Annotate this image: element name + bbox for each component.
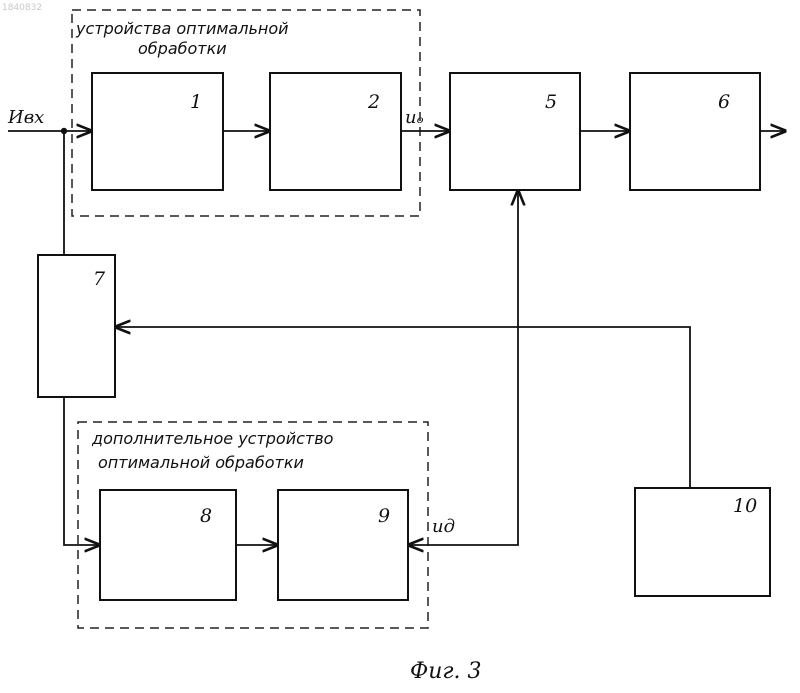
block-2-number: 2 (367, 91, 380, 113)
block-5-number: 5 (545, 91, 557, 113)
block-6-number: 6 (718, 91, 730, 113)
figure-caption: Фиг. 3 (410, 659, 482, 684)
block-2 (270, 73, 401, 190)
wire-7-to-8 (64, 397, 99, 545)
group-bottom-label-line1: дополнительное устройство (91, 429, 334, 448)
signal-u0-label: uₒ (405, 107, 424, 128)
block-10-number: 10 (733, 495, 757, 517)
block-9-number: 9 (378, 505, 390, 527)
wire-9-to-5 (409, 191, 518, 545)
block-8-number: 8 (200, 505, 212, 527)
block-6 (630, 73, 760, 190)
group-top-label-line1: устройства оптимальной (75, 19, 289, 38)
signal-ud-label: uд (432, 516, 455, 537)
block-8 (100, 490, 236, 600)
block-5 (450, 73, 580, 190)
block-7-number: 7 (93, 268, 106, 290)
group-top-label-line2: обработки (138, 39, 227, 58)
block-1-number: 1 (190, 91, 202, 113)
document-number-stamp: 1840832 (2, 3, 42, 13)
input-signal-label: Ивх (7, 107, 44, 128)
group-bottom-label-line2: оптимальной обработки (98, 453, 304, 472)
optimal-processing-group-outline (72, 10, 420, 216)
block-1 (92, 73, 223, 190)
